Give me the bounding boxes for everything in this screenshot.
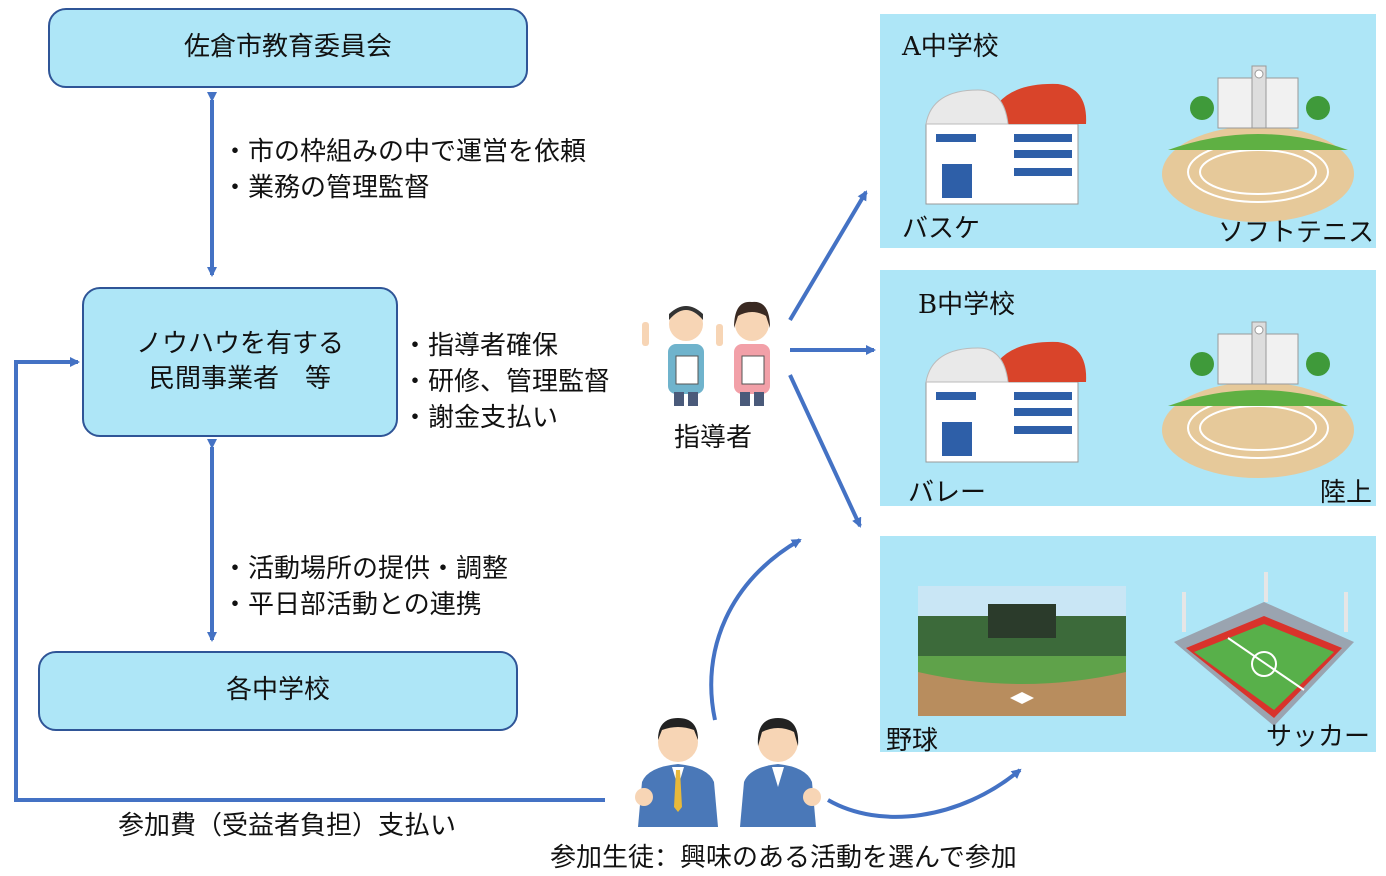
- schools-box: 各中学校: [38, 651, 518, 731]
- soccer-stadium-icon: [1174, 572, 1354, 726]
- note-line: ・謝金支払い: [402, 403, 559, 433]
- provider-label-line1: ノウハウを有する: [135, 328, 344, 359]
- note-line: ・市の枠組みの中で運営を依頼: [222, 137, 587, 167]
- instructor-man-icon: [642, 306, 704, 406]
- sport-baseball-label: 野球: [886, 726, 939, 756]
- sport-softtennis-label: ソフトテニス: [1217, 218, 1374, 248]
- student-boy-icon: [635, 718, 718, 827]
- sport-basketball-label: バスケ: [902, 214, 981, 244]
- note-line: ・平日部活動との連携: [222, 590, 482, 620]
- instructors-illustration: [642, 301, 770, 406]
- sport-soccer-label: サッカー: [1265, 722, 1370, 752]
- venue-c-panel: 野球 サッカー: [880, 536, 1376, 756]
- students-label: 参加生徒：興味のある活動を選んで参加: [550, 843, 1017, 873]
- school-a-title: A中学校: [902, 32, 999, 62]
- arrow-to-venue-c: [788, 374, 862, 528]
- note-line: ・活動場所の提供・調整: [222, 554, 509, 584]
- note-line: ・指導者確保: [402, 331, 559, 361]
- instructor-woman-icon: [716, 301, 770, 406]
- school-b-panel: B中学校 バレー 陸上: [880, 270, 1376, 508]
- provider-schools-notes: ・活動場所の提供・調整 ・平日部活動との連携: [222, 551, 508, 623]
- board-provider-notes: ・市の枠組みの中で運営を依頼 ・業務の管理監督: [222, 134, 586, 206]
- baseball-stadium-icon: [918, 586, 1126, 716]
- track-field-icon: [1162, 321, 1354, 478]
- student-girl-icon: [740, 718, 821, 827]
- arrow-students-right: [827, 768, 1022, 819]
- arrow-students-up: [709, 538, 802, 721]
- note-line: ・業務の管理監督: [222, 173, 431, 203]
- note-line: ・研修、管理監督: [402, 367, 611, 397]
- gymnasium-icon: [925, 83, 1087, 205]
- sport-athletics-label: 陸上: [1319, 478, 1372, 508]
- students-illustration: [635, 718, 821, 827]
- board-box: 佐倉市教育委員会: [48, 8, 528, 88]
- fee-label: 参加費（受益者負担）支払い: [118, 811, 457, 841]
- provider-box: ノウハウを有する 民間事業者 等: [82, 287, 398, 437]
- provider-role-notes: ・指導者確保 ・研修、管理監督 ・謝金支払い: [402, 328, 610, 436]
- school-b-title: B中学校: [918, 290, 1016, 320]
- tennis-court-icon: [1162, 65, 1354, 222]
- gymnasium-icon: [925, 341, 1087, 463]
- board-label: 佐倉市教育委員会: [183, 32, 392, 63]
- fee-line: [14, 357, 605, 802]
- sport-volleyball-label: バレー: [908, 478, 987, 508]
- arrow-to-school-a: [788, 190, 868, 322]
- instructors-label: 指導者: [674, 423, 753, 453]
- school-a-panel: A中学校 バスケ ソフトテニス: [880, 14, 1376, 248]
- schools-label: 各中学校: [225, 675, 330, 706]
- provider-label-line2: 民間事業者 等: [148, 364, 331, 394]
